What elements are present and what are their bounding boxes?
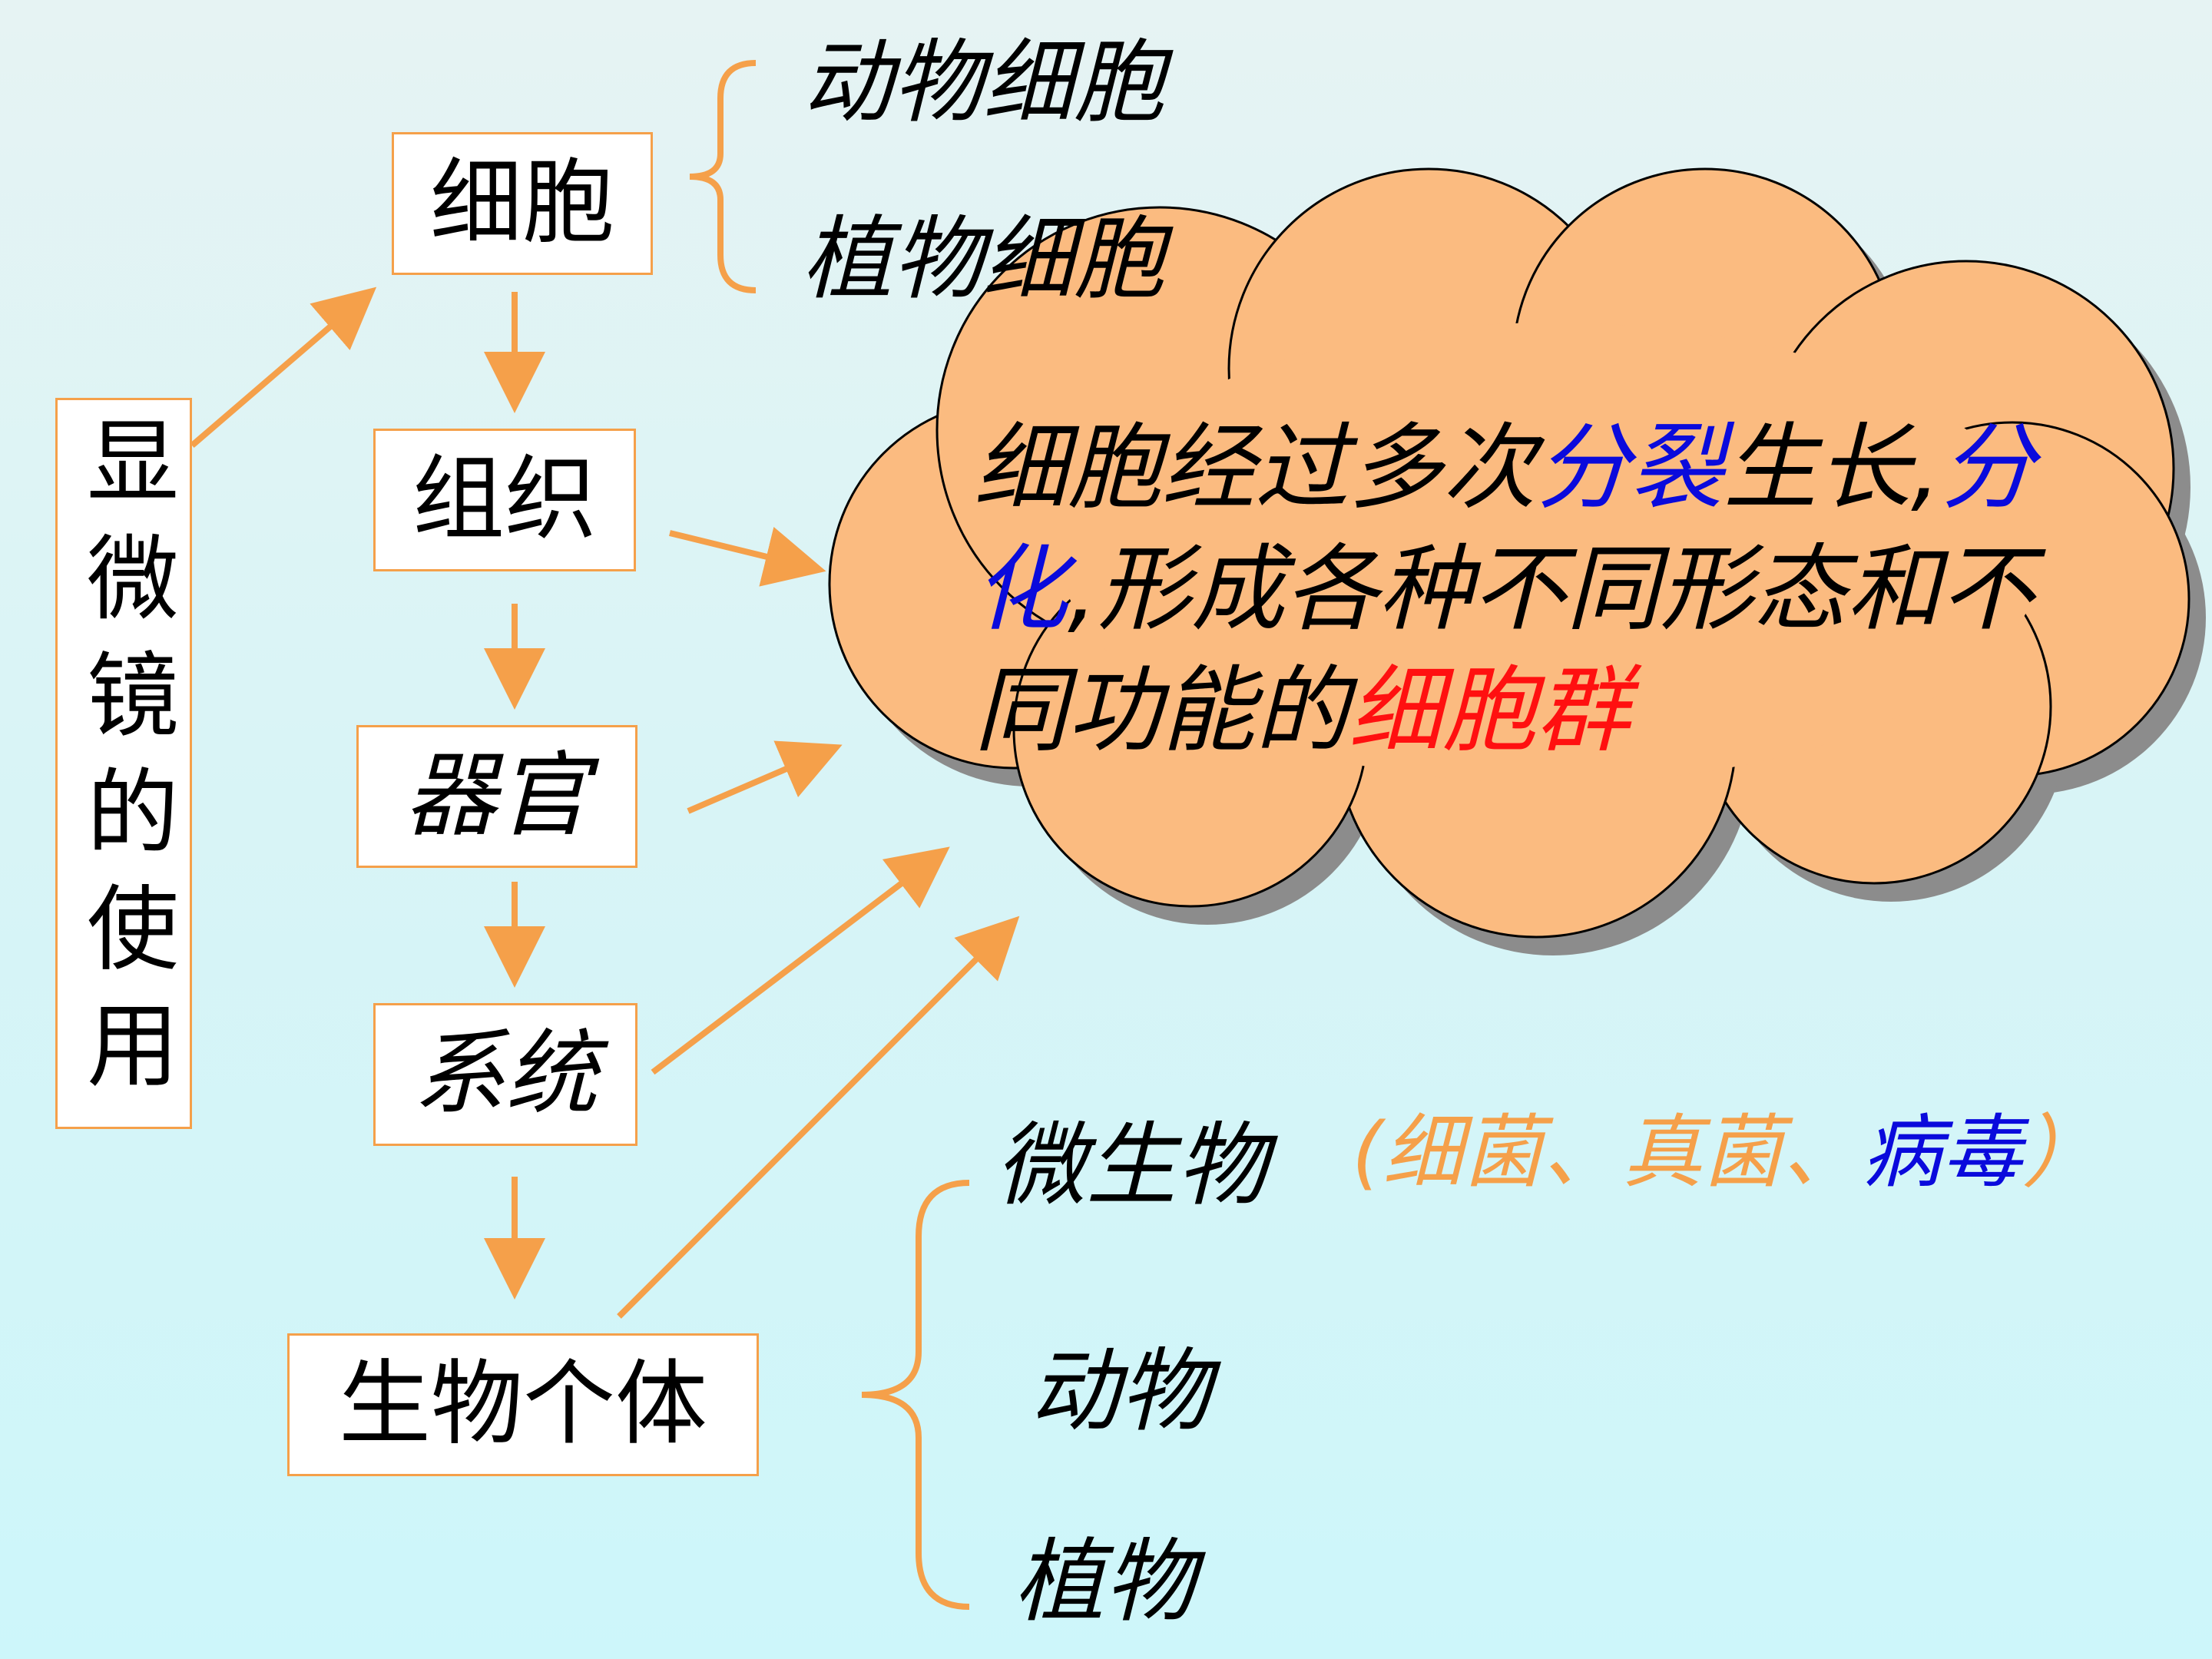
cloud-text-3: ,形成各种不同形态和不同功能的 [974,535,2035,765]
arrow-microscope-to-cell [190,286,377,449]
cell-brace [689,60,757,293]
system-label: 系统 [413,1021,598,1128]
paren-open: ( [1352,1105,1383,1199]
microbe-label: 微生物 [995,1112,1268,1218]
fungi-label: 真菌、 [1622,1105,1863,1199]
plant-cell-label: 植物细胞 [802,206,1165,312]
virus-label: 病毒 [1862,1105,2022,1199]
cell-box: 细胞 [392,132,653,275]
arrow-tissue-to-cloud [669,526,826,587]
organism-brace [861,1180,970,1610]
arrow-organ-to-cloud [687,740,843,814]
cloud-text-division: 分裂 [1536,413,1724,522]
cloud-text-differentiation: 分化 [974,413,2035,644]
animal-cell-label: 动物细胞 [802,29,1165,135]
microbe-examples: (细菌、真菌、病毒） [1352,1112,2102,1192]
cloud-text-1: 细胞经过多次 [974,413,1536,522]
bacteria-label: 细菌、 [1382,1105,1623,1199]
paren-close: ） [2022,1105,2102,1199]
plant-label: 植物 [1014,1528,1196,1634]
level-arrows [190,286,1020,1319]
organism-label: 生物个体 [339,1351,707,1458]
tissue-label: 组织 [412,446,597,553]
arrow-organism-to-cloud [617,916,1020,1319]
tissue-box: 组织 [373,429,636,571]
cloud-description: 细胞经过多次分裂生长,分化,形成各种不同形态和不同功能的细胞群 [974,407,2126,771]
microscope-usage-box: 显微镜的使用 [55,398,192,1129]
animal-label: 动物 [1029,1338,1211,1444]
organ-label: 器官 [405,743,589,849]
organ-box: 器官 [356,725,637,868]
cloud-text-cell-group: 细胞群 [1349,656,1630,765]
cloud-text-2: 生长, [1724,413,1941,522]
cell-label: 细胞 [430,150,614,257]
side-title: 显微镜的使用 [71,413,177,1114]
arrow-system-to-cloud [651,846,950,1075]
system-box: 系统 [373,1003,637,1146]
organism-box: 生物个体 [287,1333,759,1476]
